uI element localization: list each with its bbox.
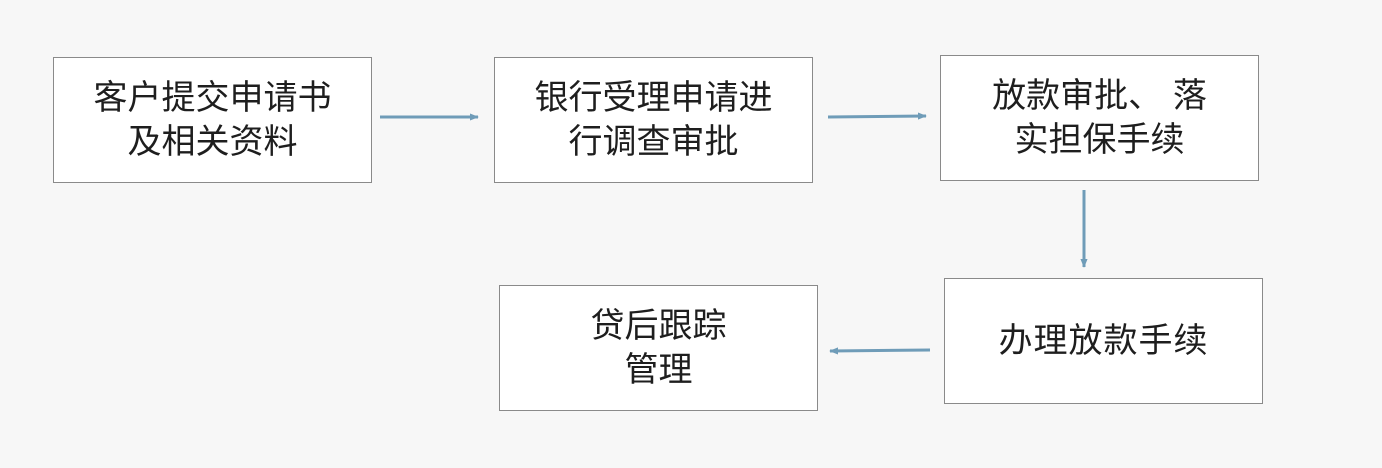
node-post-loan-tracking: 贷后跟踪 管理 [499, 285, 818, 411]
node-label-line: 放款审批、 落 [992, 76, 1207, 116]
node-label-line: 行调查审批 [568, 122, 739, 162]
node-disbursement: 办理放款手续 [944, 278, 1263, 404]
node-label-line: 客户提交申请书 [93, 78, 332, 118]
node-label-line: 实担保手续 [1014, 120, 1185, 160]
node-label-line: 及相关资料 [127, 122, 298, 162]
node-submit-application: 客户提交申请书 及相关资料 [53, 57, 372, 183]
node-label-line: 管理 [624, 350, 693, 390]
node-label-line: 办理放款手续 [998, 321, 1209, 361]
arrow-review-to-approve [827, 112, 927, 120]
node-label-line: 银行受理申请进 [534, 78, 773, 118]
node-label-line: 贷后跟踪 [590, 306, 727, 346]
node-loan-approval: 放款审批、 落 实担保手续 [940, 55, 1259, 181]
arrow-disburse-to-followup [829, 347, 931, 355]
node-bank-review: 银行受理申请进 行调查审批 [494, 57, 813, 183]
